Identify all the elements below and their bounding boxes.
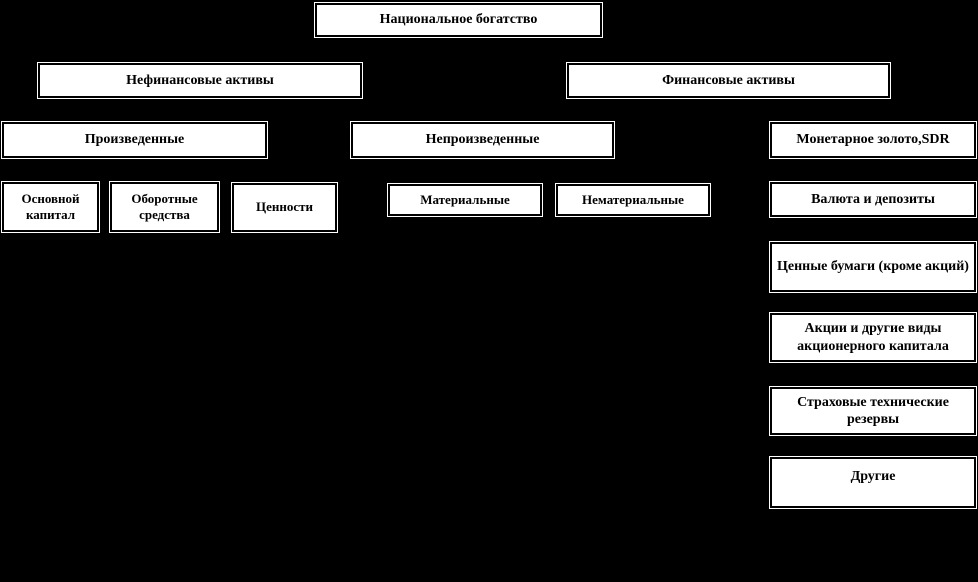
node-label: Акции и другие виды акционерного капитал… [797, 321, 949, 354]
node-label: Непроизведенные [425, 132, 540, 148]
node-working-capital: Оборотные средства [110, 182, 219, 232]
node-label: Страховые технические резервы [797, 394, 949, 428]
node-label: Оборотные средства [131, 190, 198, 222]
node-national-wealth: Национальное богатство [315, 3, 602, 37]
node-label: Финансовые активы [662, 72, 795, 88]
node-intangible: Нематериальные [556, 184, 710, 216]
node-tangible: Материальные [388, 184, 542, 216]
node-securities: Ценные бумаги (кроме акций) [770, 242, 976, 292]
node-label: Ценности [255, 199, 313, 215]
node-label: Нефинансовые активы [126, 72, 274, 88]
node-label: Ценные бумаги (кроме акций) [777, 259, 969, 275]
node-label: Нематериальные [582, 191, 684, 207]
node-monetary-gold-sdr: Монетарное золото,SDR [770, 122, 976, 158]
node-label: Монетарное золото,SDR [796, 132, 950, 148]
node-currency-deposits: Валюта и депозиты [770, 182, 976, 217]
node-other: Другие [770, 457, 976, 508]
node-insurance-reserves: Страховые технические резервы [770, 387, 976, 435]
node-label: Материальные [420, 191, 510, 207]
node-label: Другие [850, 469, 896, 484]
node-nonproduced: Непроизведенные [351, 122, 614, 158]
node-financial-assets: Финансовые активы [567, 63, 890, 98]
node-label: Валюта и депозиты [811, 191, 935, 207]
node-shares: Акции и другие виды акционерного капитал… [770, 313, 976, 362]
node-nonfinancial-assets: Нефинансовые активы [38, 63, 362, 98]
node-valuables: Ценности [232, 183, 337, 232]
node-label: Основной капитал [21, 190, 80, 222]
node-label: Произведенные [84, 132, 185, 148]
node-produced: Произведенные [2, 122, 267, 158]
node-label: Национальное богатство [379, 12, 538, 28]
node-fixed-capital: Основной капитал [2, 182, 99, 232]
